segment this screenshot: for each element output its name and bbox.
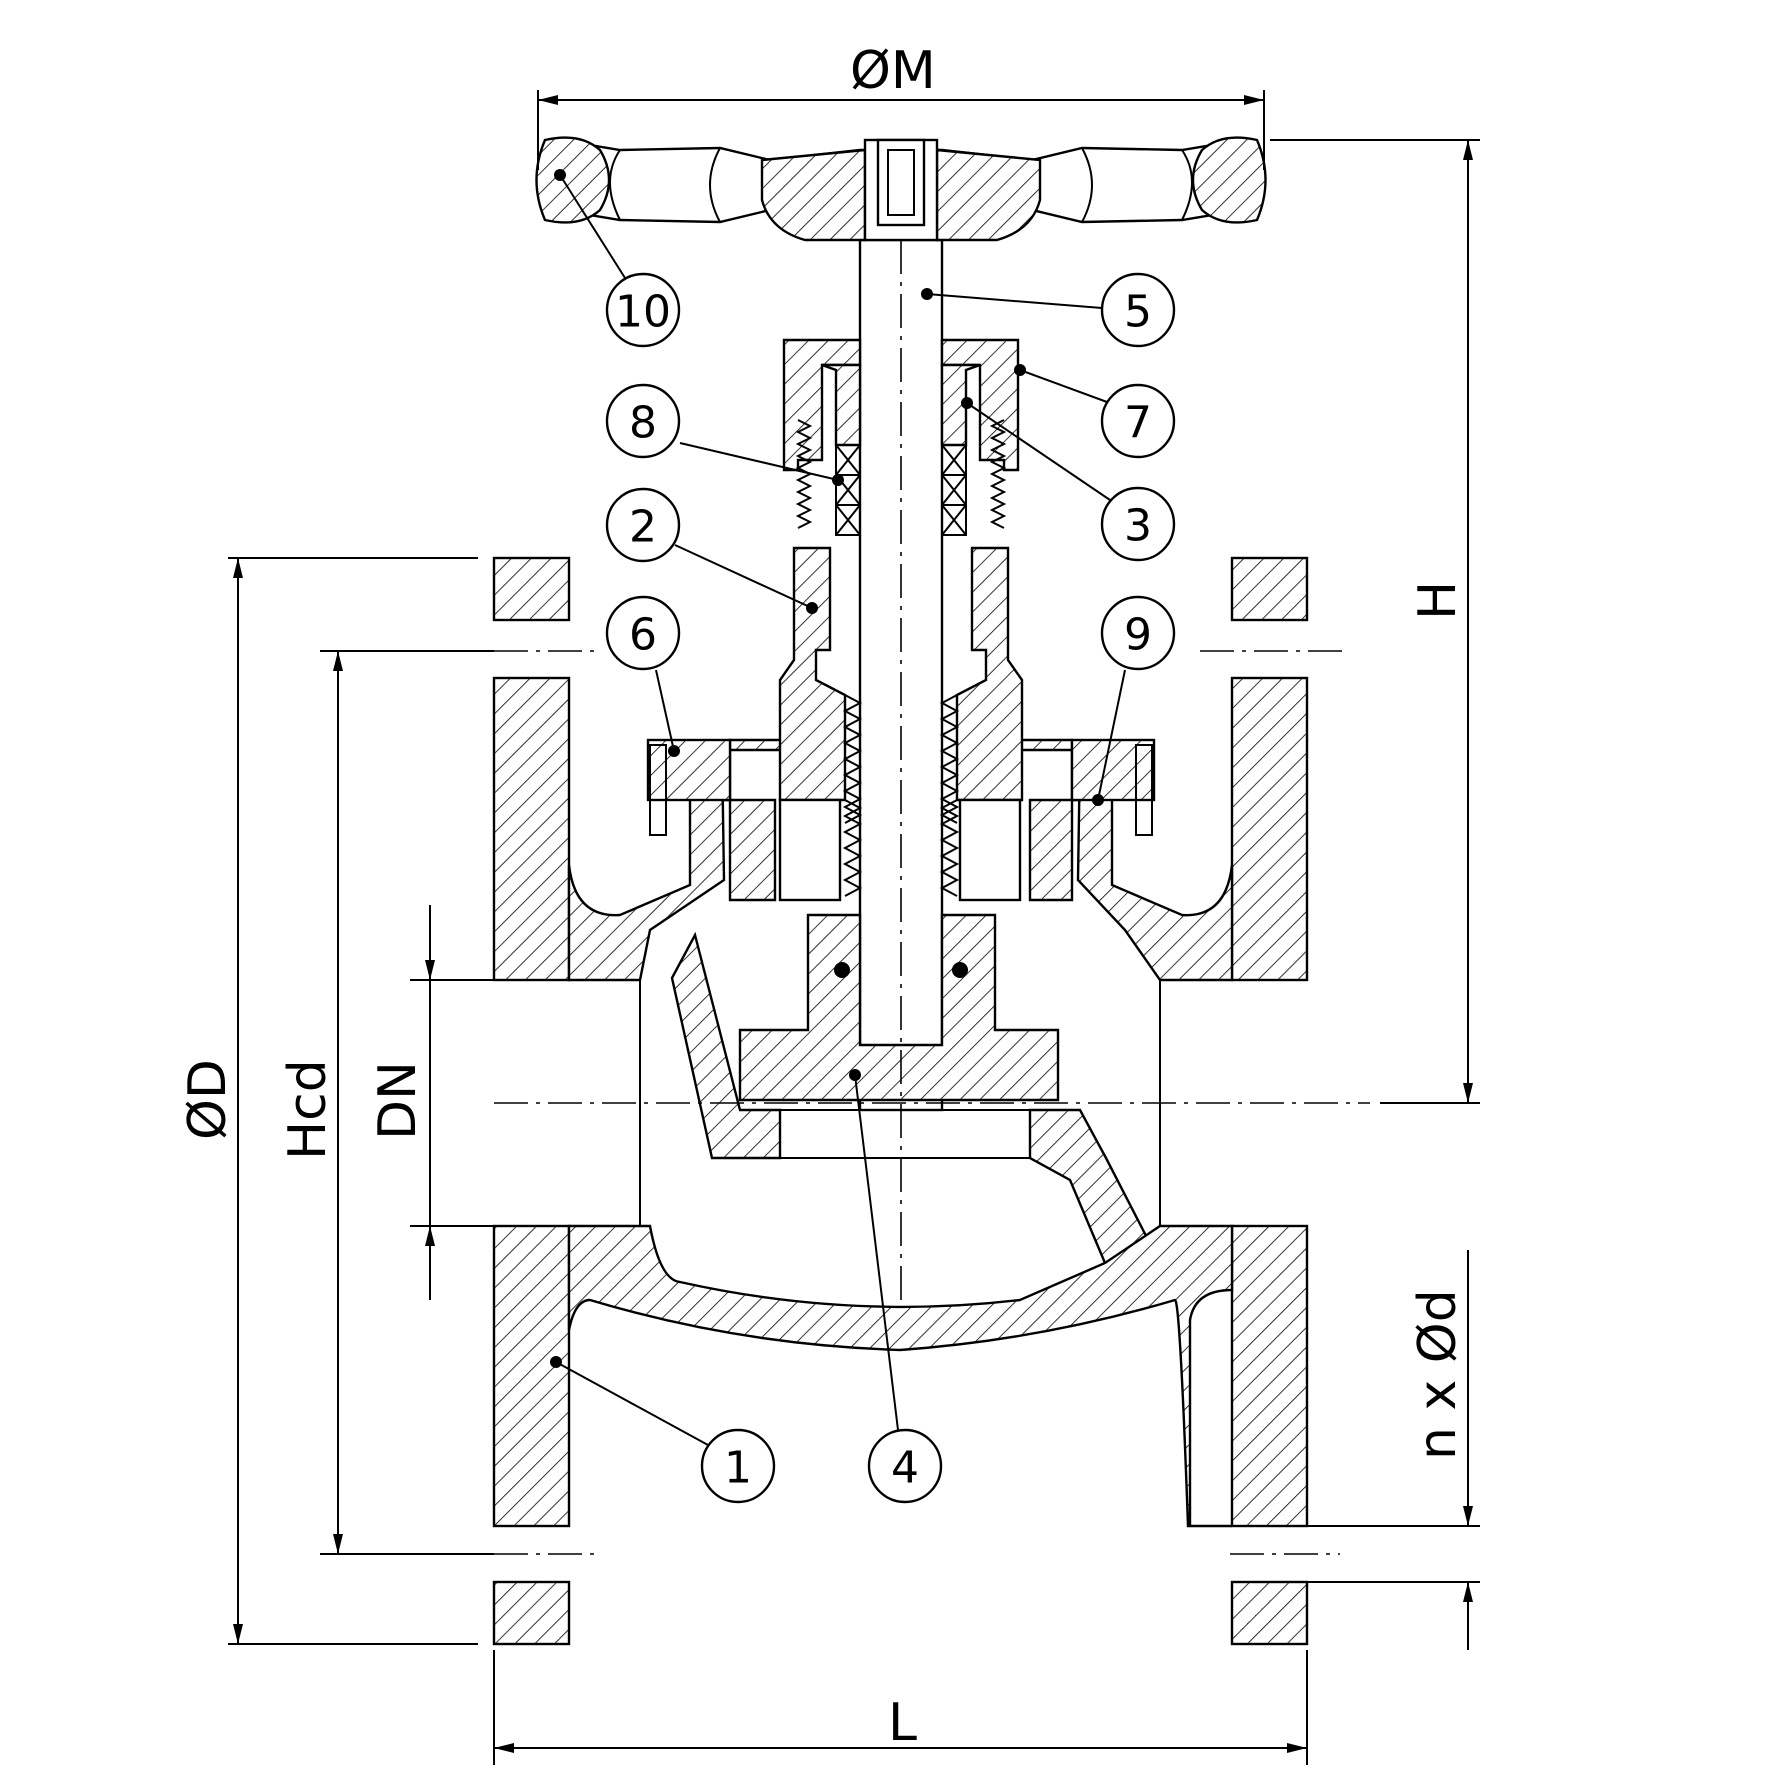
svg-text:2: 2 <box>629 502 657 553</box>
svg-text:10: 10 <box>615 287 671 338</box>
svg-text:5: 5 <box>1124 287 1152 338</box>
dim-flange-diameter: ØD <box>178 1059 238 1140</box>
leader-lines <box>550 169 1126 1446</box>
dim-bolt-holes: n x Ød <box>1408 1289 1468 1460</box>
svg-text:8: 8 <box>629 398 657 449</box>
dim-nominal-diameter: DN <box>368 1061 428 1140</box>
dim-height: H <box>1408 581 1468 620</box>
balloon-7: 7 <box>1100 383 1176 459</box>
balloon-10: 10 <box>605 272 681 348</box>
svg-text:6: 6 <box>629 610 657 661</box>
dim-handwheel-diameter: ØM <box>850 41 936 101</box>
dim-length: L <box>888 1693 917 1753</box>
packing-left <box>835 444 861 536</box>
balloon-3: 3 <box>1100 486 1176 562</box>
balloon-2: 2 <box>605 487 681 563</box>
balloon-5: 5 <box>1100 272 1176 348</box>
balloon-6: 6 <box>605 595 681 671</box>
balloon-8: 8 <box>605 383 681 459</box>
balloon-1: 1 <box>700 1428 776 1504</box>
disc <box>738 913 1060 1102</box>
valve-body <box>492 556 1309 1646</box>
balloon-4: 4 <box>867 1428 943 1504</box>
svg-text:9: 9 <box>1124 610 1152 661</box>
dim-bolt-circle-height: Hcd <box>278 1059 338 1160</box>
center-lines <box>494 240 1370 1555</box>
svg-text:1: 1 <box>724 1443 752 1494</box>
handwheel <box>535 136 1267 242</box>
svg-text:4: 4 <box>891 1443 919 1494</box>
svg-text:7: 7 <box>1124 398 1152 449</box>
balloon-9: 9 <box>1100 595 1176 671</box>
gland <box>782 338 1020 536</box>
dimension-lines <box>228 90 1480 1765</box>
svg-text:3: 3 <box>1124 501 1152 552</box>
packing-right <box>941 444 967 536</box>
bonnet <box>646 546 1156 902</box>
